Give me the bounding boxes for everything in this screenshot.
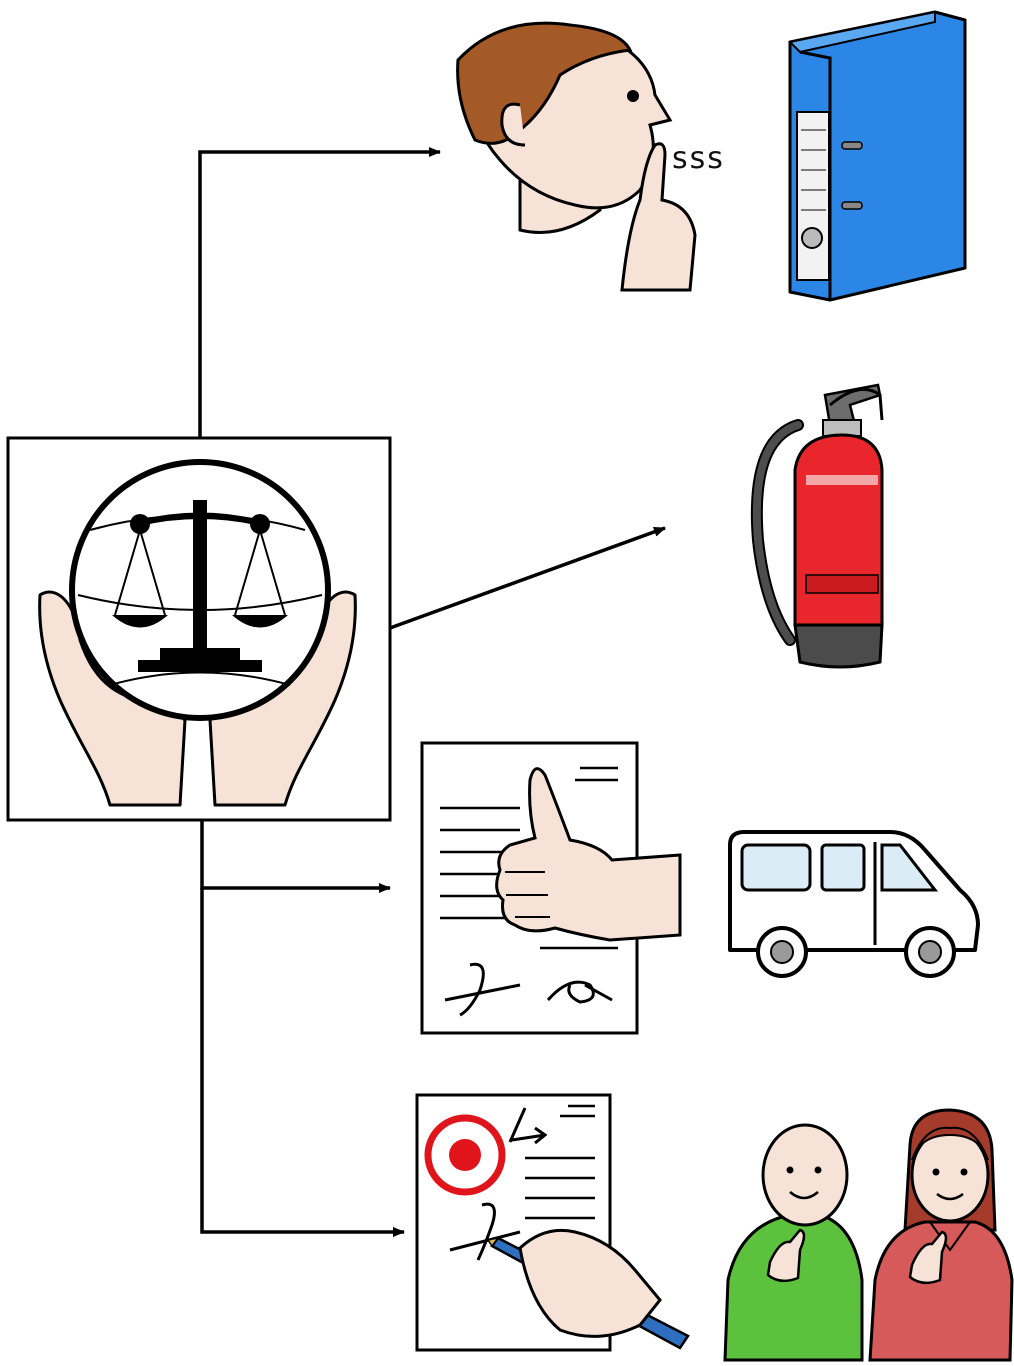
arrow-to-approved-document xyxy=(202,820,390,888)
arrow-to-silence xyxy=(200,152,440,438)
justice-in-hands-icon xyxy=(8,438,390,820)
silence-icon: sss xyxy=(458,23,725,290)
silence-sound-text: sss xyxy=(672,141,725,176)
fire-extinguisher-icon xyxy=(757,385,882,667)
arrow-to-signing-document xyxy=(202,888,404,1232)
people-signing-icon xyxy=(725,1110,1012,1360)
signing-document-icon xyxy=(417,1095,688,1350)
approved-document-icon xyxy=(422,743,680,1033)
binder-folder-icon xyxy=(790,12,965,300)
van-icon xyxy=(730,832,978,976)
arrow-to-extinguisher xyxy=(390,528,665,628)
